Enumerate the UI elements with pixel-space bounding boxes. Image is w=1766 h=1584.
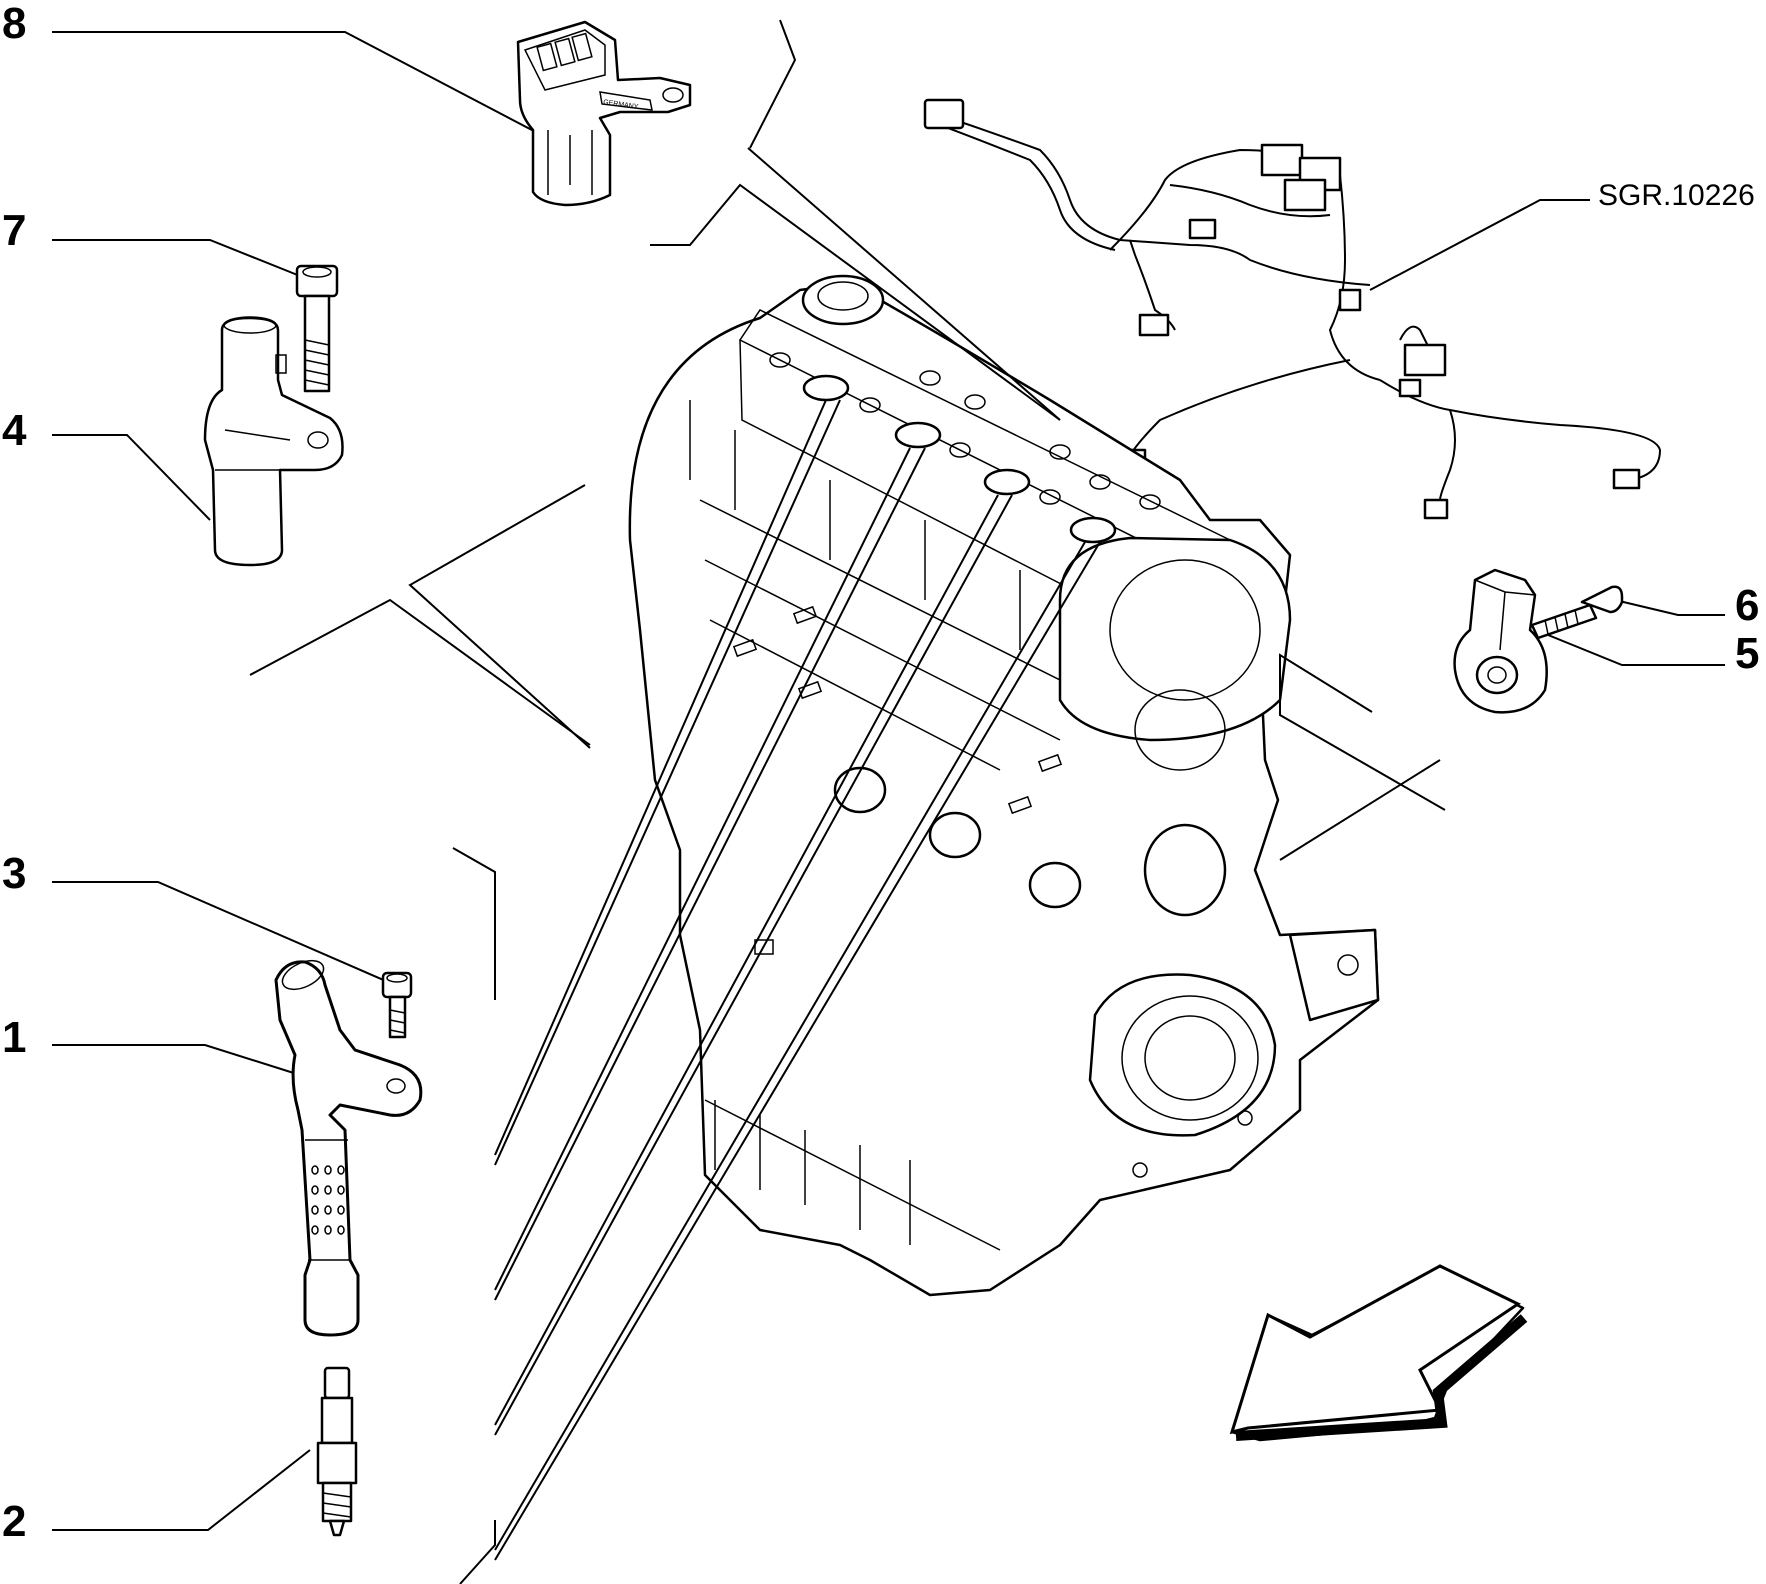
callout-8: 8 xyxy=(2,0,26,48)
leader-lines xyxy=(52,31,1725,1531)
crankshaft-sensor-4 xyxy=(203,316,344,567)
cam-cap-bolts xyxy=(769,352,1161,560)
knock-sensor-5 xyxy=(1453,568,1548,714)
direction-arrow-icon xyxy=(1229,1264,1528,1442)
coil-vent-holes xyxy=(311,1165,345,1235)
position-lines xyxy=(494,399,1101,1561)
callout-2: 2 xyxy=(2,1497,26,1546)
callout-7: 7 xyxy=(2,206,26,255)
callout-5: 5 xyxy=(1735,629,1759,678)
sensor-label-text: GERMANY xyxy=(603,99,639,111)
engine-block xyxy=(628,274,1380,1297)
spark-plug-2 xyxy=(316,1366,358,1537)
camshaft-sensor-8: GERMANY xyxy=(516,20,692,207)
reference-code: SGR.10226 xyxy=(1598,179,1755,212)
callout-3: 3 xyxy=(2,849,26,898)
phantom-lines xyxy=(249,19,1446,1584)
callout-4: 4 xyxy=(2,406,27,455)
callout-6: 6 xyxy=(1735,581,1759,630)
callout-1: 1 xyxy=(2,1013,26,1062)
bolt-6 xyxy=(1530,585,1624,640)
bolt-7 xyxy=(295,264,339,393)
ignition-coil-1 xyxy=(274,959,423,1337)
bolt-3 xyxy=(381,971,413,1039)
